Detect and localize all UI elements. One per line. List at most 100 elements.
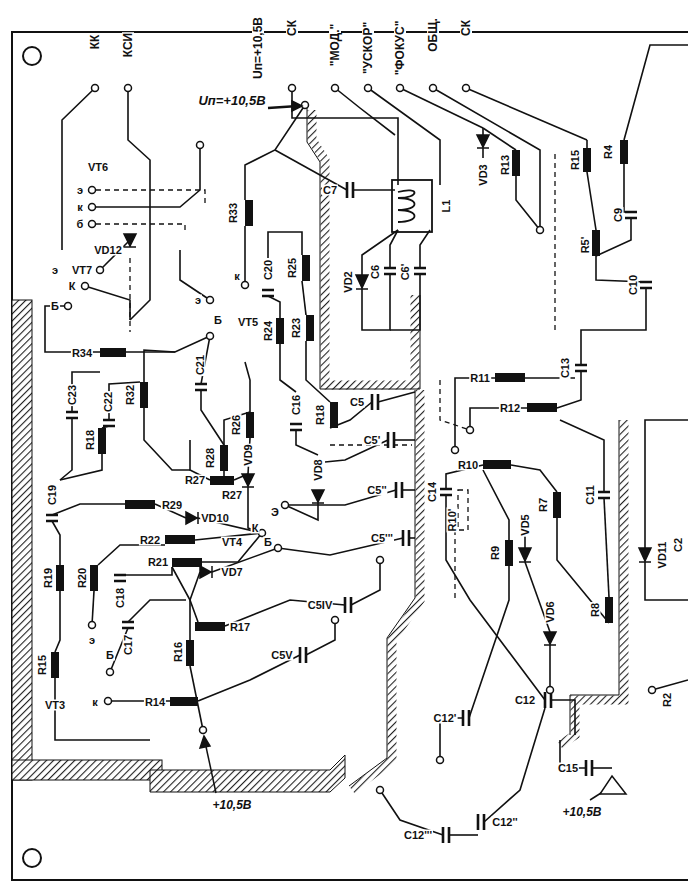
ground-edge (307, 108, 420, 389)
part-label: C5IV (307, 600, 333, 611)
copper-trace (126, 336, 210, 352)
copper-trace (551, 700, 575, 735)
resistor-symbol (583, 148, 591, 172)
diode-symbol (356, 275, 368, 289)
diode-symbol (242, 474, 254, 487)
diode-symbol (477, 135, 489, 148)
pad (275, 545, 282, 552)
part-label: C10 (628, 274, 639, 296)
part-label: R18 (85, 429, 96, 451)
part-label: Э (270, 507, 280, 518)
copper-trace (394, 439, 415, 441)
copper-trace (645, 420, 688, 548)
resistor-symbol (620, 140, 628, 164)
part-label: C15 (557, 763, 579, 774)
capacitor-symbol (586, 760, 592, 776)
resistor-symbol (125, 500, 155, 509)
copper-trace (52, 521, 60, 565)
part-label: VD10 (200, 513, 230, 524)
copper-trace (596, 256, 646, 282)
pad (259, 530, 266, 537)
connector-pin-label: "УСКОР" (362, 21, 374, 75)
capacitor-symbol (640, 282, 652, 288)
copper-trace (449, 834, 478, 836)
copper-trace (280, 344, 296, 392)
connector-pin-label: КСИ (122, 32, 134, 58)
copper-trace (586, 140, 588, 148)
part-label: C6' (400, 263, 411, 282)
copper-trace (483, 128, 516, 150)
part-label: R27 (184, 475, 206, 486)
copper-trace (469, 566, 509, 718)
copper-trace (45, 306, 100, 352)
part-label: L1 (441, 199, 452, 214)
resistor-symbol (51, 140, 628, 706)
copper-trace (353, 189, 395, 191)
part-label: +10,5В (561, 806, 602, 818)
part-label: C12''' (403, 830, 433, 841)
pad (397, 85, 404, 92)
resistor-symbol (195, 622, 225, 631)
connector-pin-label: "ФОКУС" (394, 20, 406, 77)
part-label: C18 (115, 587, 126, 609)
part-label: C7 (322, 185, 338, 196)
part-label: VD12 (93, 245, 123, 256)
part-label: R29 (161, 500, 183, 511)
part-label: R11 (469, 373, 491, 384)
capacitor-symbol (575, 365, 587, 371)
resistor-symbol (90, 565, 98, 591)
connector-pin-label: ОБЩ. (427, 17, 439, 53)
resistor-symbol (512, 150, 520, 176)
board-outline (23, 47, 41, 65)
capacitor-symbol (122, 622, 134, 628)
part-label: R7 (538, 497, 549, 513)
capacitor-symbol (114, 575, 126, 581)
part-label: R22 (139, 535, 161, 546)
part-label: R9 (490, 545, 501, 561)
part-label: Б (263, 537, 273, 548)
pad (89, 204, 96, 211)
part-label: R12 (499, 403, 521, 414)
part-label: к (233, 271, 241, 282)
resistor-symbol (605, 597, 613, 623)
copper-trace (482, 148, 484, 158)
pad (430, 85, 437, 92)
capacitor-symbol (290, 424, 302, 430)
supply-arrow (600, 776, 626, 794)
resistor-symbol (495, 373, 525, 382)
copper-trace (268, 232, 302, 258)
ground-trace (560, 420, 624, 745)
part-label: C5' (363, 435, 382, 446)
connector-pin-label: Uп=+10,5В (252, 16, 264, 80)
part-label: +10,5В (211, 799, 252, 811)
part-label: C14 (427, 481, 438, 503)
capacitor-symbol (396, 482, 402, 498)
pad (89, 221, 96, 228)
part-label: R28 (205, 447, 216, 469)
resistor-symbol (140, 382, 148, 408)
copper-trace (440, 718, 463, 760)
pad (207, 297, 214, 304)
copper-trace (144, 408, 190, 470)
part-label: R21 (147, 557, 169, 568)
pad (207, 333, 214, 340)
ground-trace (312, 110, 624, 790)
resistor-symbol (100, 348, 126, 357)
copper-trace (624, 45, 688, 140)
copper-trace (128, 600, 186, 622)
copper-trace (446, 495, 545, 700)
part-label: R14 (144, 697, 166, 708)
pad (97, 267, 104, 274)
copper-trace (190, 572, 200, 622)
ground-area (12, 300, 32, 780)
part-label: Б (105, 650, 115, 661)
jumper-wire (458, 490, 468, 530)
resistor-symbol (51, 652, 59, 678)
copper-trace (202, 533, 262, 562)
part-label: R20 (77, 567, 88, 589)
pad (467, 427, 474, 434)
copper-trace (592, 767, 612, 769)
ground-trace (352, 390, 420, 790)
capacitor-symbol (545, 692, 551, 708)
